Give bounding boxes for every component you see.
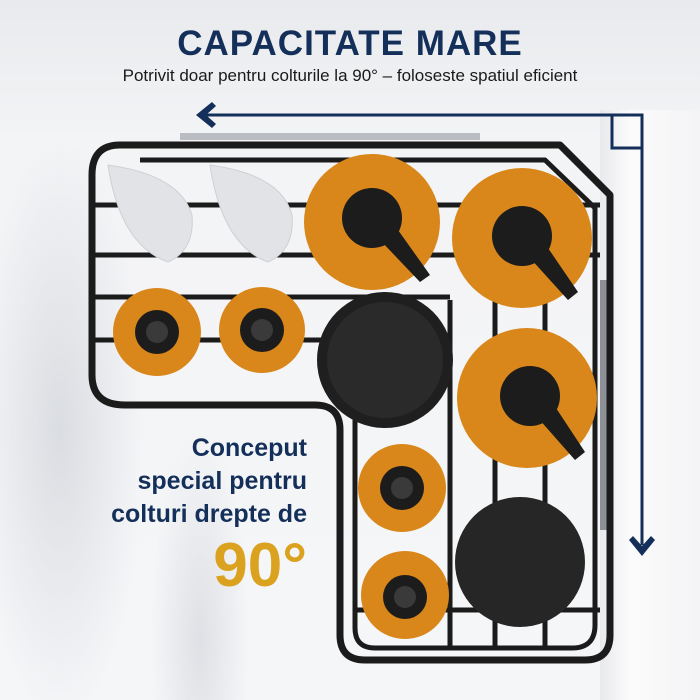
subheadline: Potrivit doar pentru colturile la 90° – … <box>122 66 578 85</box>
small-bottle-caps <box>135 308 427 619</box>
feature-line-2: special pentru <box>137 467 308 495</box>
rack-frame <box>88 141 614 664</box>
headline: CAPACITATE MARE <box>177 24 523 63</box>
mounting-rail <box>180 133 480 140</box>
cabinet-wall <box>600 110 700 700</box>
feature-line-1: Conceput <box>191 434 307 462</box>
arrow-left-icon <box>196 102 216 128</box>
black-jar-lids <box>317 292 585 627</box>
dimension-arrows <box>205 113 644 545</box>
arrow-down-icon <box>629 536 655 556</box>
mounting-rail-side <box>600 280 607 530</box>
feature-highlight-90-degrees: 90° <box>213 531 307 600</box>
feature-line-3: colturi drepte de <box>111 500 307 528</box>
pump-tops <box>342 188 585 460</box>
small-amber-bottles <box>113 287 449 639</box>
feature-callout: Conceput special pentru colturi drepte d… <box>111 432 307 601</box>
soap-dispenser-heads <box>107 164 293 263</box>
